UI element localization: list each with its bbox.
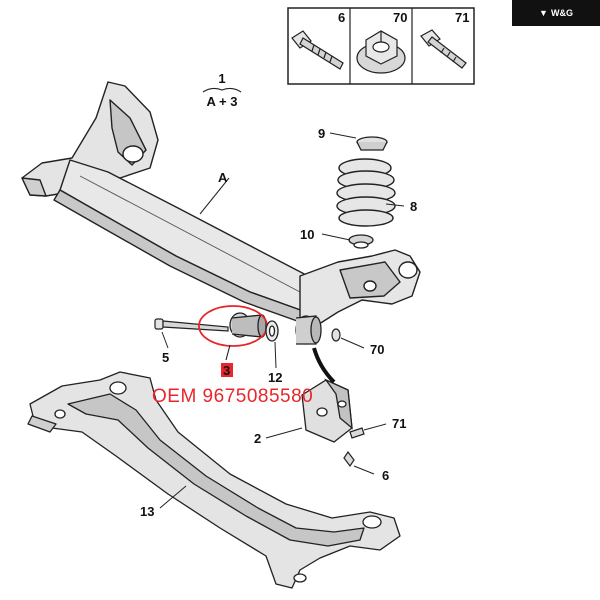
label-part-12: 12	[268, 370, 282, 385]
label-part-A: A	[218, 170, 228, 185]
bolt-icon	[420, 29, 467, 69]
bolt-71-small	[349, 427, 365, 439]
nut-70	[331, 328, 341, 342]
label-part-3: 3	[223, 363, 230, 378]
bolt-5	[154, 318, 229, 332]
mounting-bracket	[301, 347, 353, 443]
label-part-8: 8	[410, 199, 417, 214]
arm-bushing-housing	[295, 315, 322, 345]
brand-badge: ▼ W&G	[512, 0, 600, 26]
spring-seat-lower	[348, 234, 374, 249]
brand-text: W&G	[550, 8, 573, 18]
box-part-71-number: 71	[455, 10, 469, 25]
box-part-6-number: 6	[338, 10, 345, 25]
label-part-10: 10	[300, 227, 314, 242]
oem-number: OEM 9675085580	[152, 386, 313, 407]
label-part-70: 70	[370, 342, 384, 357]
rear-axle-beam	[21, 81, 421, 327]
spring-seat-upper	[356, 136, 388, 151]
label-part-13: 13	[140, 504, 154, 519]
bolt-6-small	[343, 450, 355, 468]
coil-spring	[336, 158, 396, 227]
label-part-9: 9	[318, 126, 325, 141]
bolt-icon	[291, 30, 344, 70]
leader-lines	[159, 132, 405, 509]
label-part-6: 6	[382, 468, 389, 483]
flange-nut-icon	[356, 30, 406, 74]
washer-12	[265, 320, 279, 342]
label-part-2: 2	[254, 431, 261, 446]
part-3-highlight-box	[221, 363, 233, 377]
bushing-3	[229, 312, 267, 338]
parts-box: 6 70 71	[287, 7, 475, 85]
wings-logo-icon: ▼	[539, 8, 548, 18]
label-part-71: 71	[392, 416, 406, 431]
assembly-number: 1	[218, 71, 225, 86]
rear-subframe	[27, 371, 401, 589]
assembly-formula: A + 3	[207, 94, 238, 109]
assembly-label: 1 A + 3	[202, 71, 242, 109]
box-part-70-number: 70	[393, 10, 407, 25]
label-part-5: 5	[162, 350, 169, 365]
